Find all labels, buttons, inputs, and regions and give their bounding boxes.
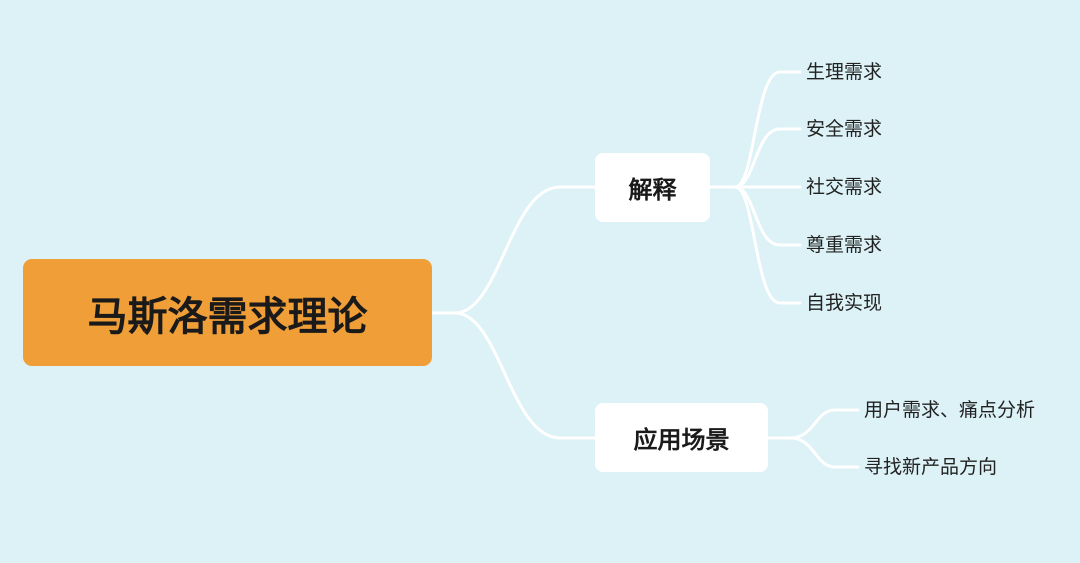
branch-node-explain[interactable]: 解释 [595, 153, 710, 222]
link-leaf-1 [733, 70, 802, 189]
root-label: 马斯洛需求理论 [87, 293, 368, 340]
link-root-explain [453, 185, 597, 315]
leaf-node[interactable]: 生理需求 [806, 61, 883, 83]
leaf-node[interactable]: 用户需求、痛点分析 [864, 399, 1036, 421]
leaf-node[interactable]: 社交需求 [806, 176, 883, 198]
branch-node-application[interactable]: 应用场景 [595, 403, 768, 472]
link-leaf-2 [733, 127, 802, 189]
leaf-node[interactable]: 寻找新产品方向 [864, 456, 998, 478]
link-leaf-5 [733, 185, 802, 305]
branch-label: 应用场景 [633, 426, 730, 454]
leaf-node[interactable]: 安全需求 [806, 118, 883, 140]
leaf-node[interactable]: 自我实现 [806, 292, 883, 314]
link-root-application [453, 311, 597, 440]
leaf-node[interactable]: 尊重需求 [806, 234, 883, 256]
link-leaf-6 [788, 408, 860, 440]
link-leaf-7 [788, 436, 860, 469]
branch-label: 解释 [628, 176, 677, 204]
root-node[interactable]: 马斯洛需求理论 [23, 259, 432, 366]
